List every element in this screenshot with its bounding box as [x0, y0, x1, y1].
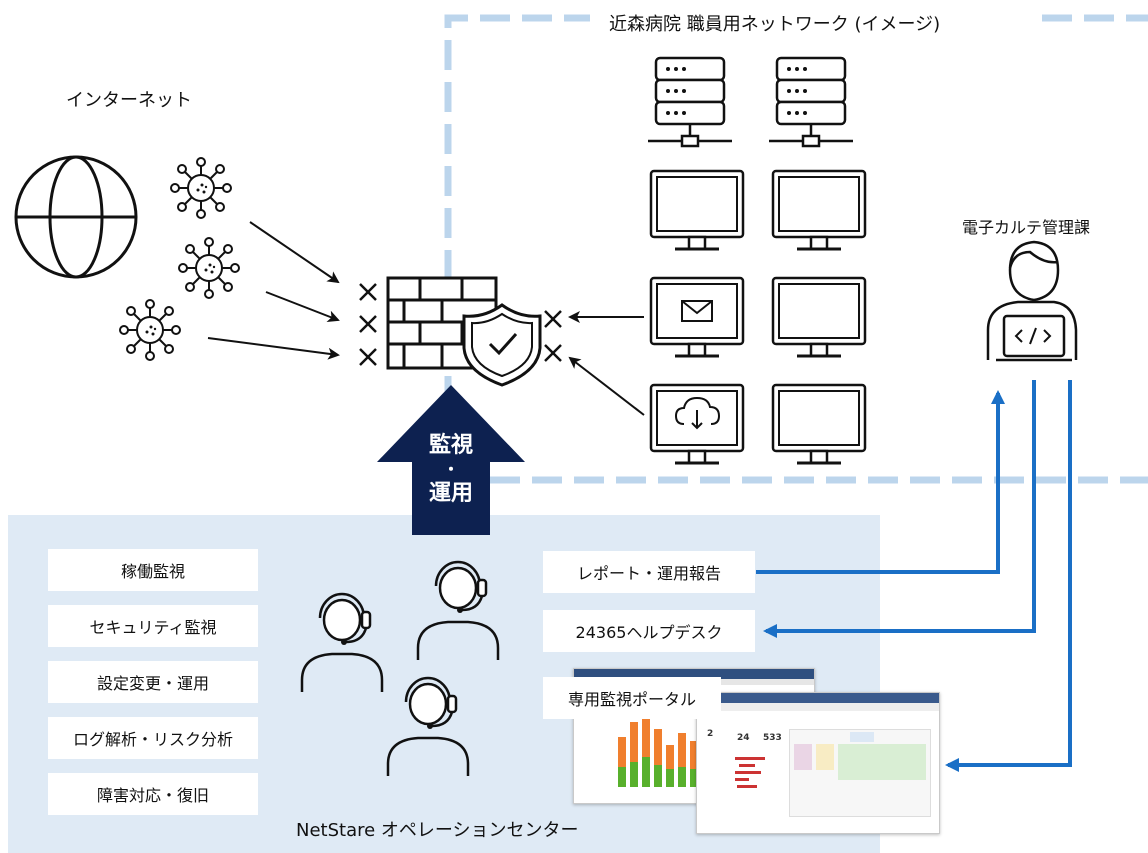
department-label: 電子カルテ管理課 [962, 218, 1091, 237]
portal-bar [678, 767, 686, 787]
portal-bar [666, 769, 674, 787]
headset-operator-icon [416, 560, 500, 662]
monitor-icon [771, 169, 867, 251]
virus-icon [119, 299, 181, 361]
portal-bar [654, 729, 662, 765]
server-icon [648, 58, 732, 146]
separator-dot: ・ [442, 459, 459, 479]
developer-icon [986, 240, 1078, 362]
server-icon [769, 58, 853, 146]
portal-bar [618, 737, 626, 767]
portal-bar [654, 765, 662, 787]
portal-screenshot-front: 2 24 533 [696, 692, 940, 834]
service-uptime-monitoring: 稼働監視 [48, 549, 258, 591]
monitoring-arrow-label: 監視 ・ 運用 [412, 432, 490, 507]
kpi-value: 533 [763, 733, 782, 743]
globe-icon [14, 155, 138, 279]
service-log-analysis: ログ解析・リスク分析 [48, 717, 258, 759]
network-title: 近森病院 職員用ネットワーク (イメージ) [609, 14, 941, 35]
block-cross-icon [359, 283, 562, 366]
network-boundary [444, 14, 1148, 490]
portal-box: 専用監視ポータル [543, 677, 721, 719]
portal-bar-chart [618, 711, 710, 787]
portal-bar [630, 722, 638, 762]
virus-icon [178, 237, 240, 299]
portal-bar [666, 745, 674, 769]
flow-arrows [756, 380, 1072, 772]
portal-bar [690, 769, 698, 787]
service-security-monitoring: セキュリティ監視 [48, 605, 258, 647]
blocked-attack-arrows [207, 221, 340, 360]
virus-icon [170, 157, 232, 219]
monitoring-arrow [377, 385, 525, 535]
service-config-change: 設定変更・運用 [48, 661, 258, 703]
service-incident-recovery: 障害対応・復旧 [48, 773, 258, 815]
mail-icon [681, 300, 713, 322]
monitor-icon [649, 169, 745, 251]
helpdesk-box: 24365ヘルプデスク [543, 610, 755, 652]
kpi-value: 2 [707, 729, 714, 739]
operation-label: 運用 [428, 480, 473, 506]
shield-check-icon [462, 303, 542, 387]
report-box: レポート・運用報告 [543, 551, 755, 593]
portal-bar [642, 757, 650, 787]
cloud-download-icon [674, 396, 721, 430]
operations-center-label: NetStare オペレーションセンター [296, 820, 579, 841]
kpi-value: 24 [737, 733, 750, 743]
portal-bar [642, 711, 650, 757]
portal-bar [630, 762, 638, 787]
monitor-icon [649, 276, 745, 358]
headset-operator-icon [300, 592, 384, 694]
monitoring-label: 監視 [428, 433, 473, 458]
internet-label: インターネット [66, 90, 192, 111]
portal-bar [678, 733, 686, 767]
monitor-icon [771, 276, 867, 358]
portal-bar [690, 741, 698, 769]
monitor-icon [771, 383, 867, 465]
headset-operator-icon [386, 676, 470, 778]
portal-bar [618, 767, 626, 787]
outgoing-block-arrows [568, 311, 645, 416]
